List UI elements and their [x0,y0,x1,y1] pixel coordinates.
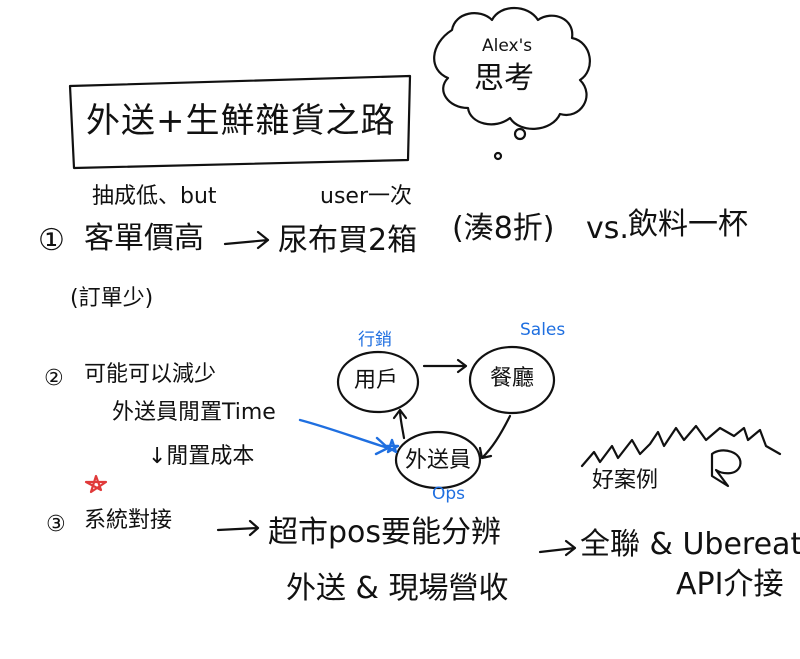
point2-number: ② [44,366,64,391]
arrow-user-to-restaurant [422,358,468,374]
point3-revenue-split: 外送 & 現場營收 [286,571,509,606]
arrow-courier-to-user [392,408,408,440]
point3-pxmart-ubereats: 全聯 & Ubereats [580,527,800,562]
node-courier-circle [394,430,482,490]
point2-idle-cost: ↓閒置成本 [148,444,255,469]
thought-dot-2 [493,151,503,161]
point3-api-integration: API介接 [676,567,784,602]
node-restaurant-label: 餐廳 [490,366,535,391]
arrow-1 [223,230,270,250]
thought-text: 思考 [474,61,534,96]
blue-arrow [298,418,390,456]
annotation-low-commission: 抽成低、but [92,184,217,209]
arrow-restaurant-to-courier [478,414,512,460]
point1-drink-compare: 飲料一杯 [628,207,748,242]
label-marketing: 行銷 [358,330,392,350]
thought-author: Alex's [482,36,533,56]
node-restaurant-circle [468,345,556,415]
point1-diapers: 尿布買2箱 [278,223,418,258]
label-sales: Sales [520,320,566,340]
point1-fewer-orders: (訂單少) [70,286,154,311]
arrow-3b [538,539,577,557]
speech-bubble-icon [710,449,742,488]
node-user-circle [336,350,420,414]
thought-cloud [433,7,591,130]
red-star-icon [84,474,108,494]
point3-pos-requirement: 超市pos要能分辨 [268,515,502,550]
node-user-label: 用戶 [354,368,399,393]
point2-idle-time: 外送員閒置Time [112,400,276,425]
point1-vs: vs. [586,211,629,246]
page-title: 外送+生鮮雜貨之路 [86,101,396,141]
point3-number: ③ [46,512,66,537]
point3-heading: 系統對接 [84,508,173,533]
title-box [68,74,412,170]
good-case-burst [580,424,782,468]
point1-high-order-value: 客單價高 [84,221,204,256]
node-courier-label: 外送員 [405,448,472,473]
point1-discount-note: (湊8折) [452,211,555,246]
label-ops: Ops [432,484,466,504]
good-case-label: 好案例 [592,468,659,493]
thought-dot-1 [513,127,527,141]
annotation-user-once: user一次 [320,184,412,209]
arrow-3 [216,519,260,537]
point2-heading: 可能可以減少 [84,362,217,387]
blue-star-icon [384,438,400,454]
point1-number: ① [38,223,65,258]
